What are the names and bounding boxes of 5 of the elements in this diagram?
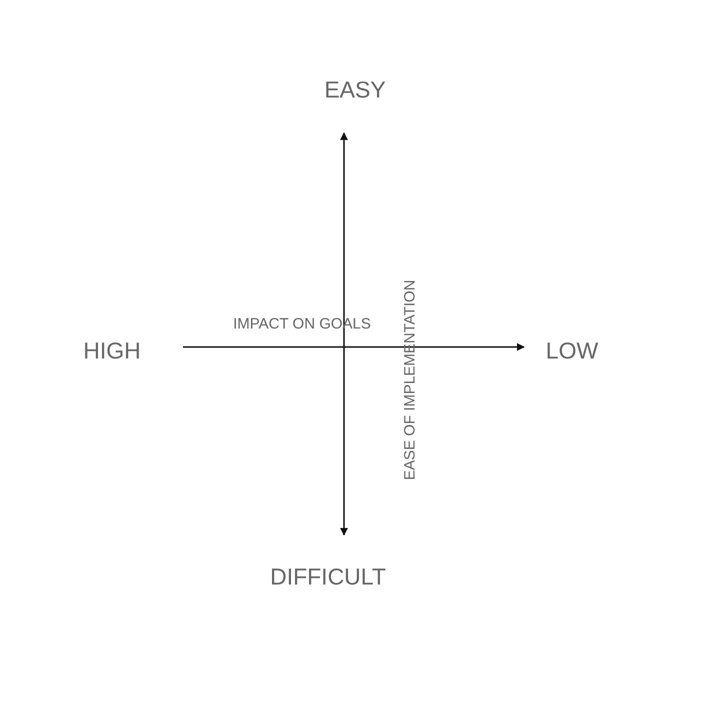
axis-end-label: EASY	[324, 78, 386, 102]
axis-title: EASE OF IMPLEMENTATION	[402, 280, 418, 480]
axis-end-label: DIFFICULT	[270, 566, 386, 588]
axis-end-label: HIGH	[83, 340, 141, 362]
axis-end-label: LOW	[546, 340, 598, 362]
